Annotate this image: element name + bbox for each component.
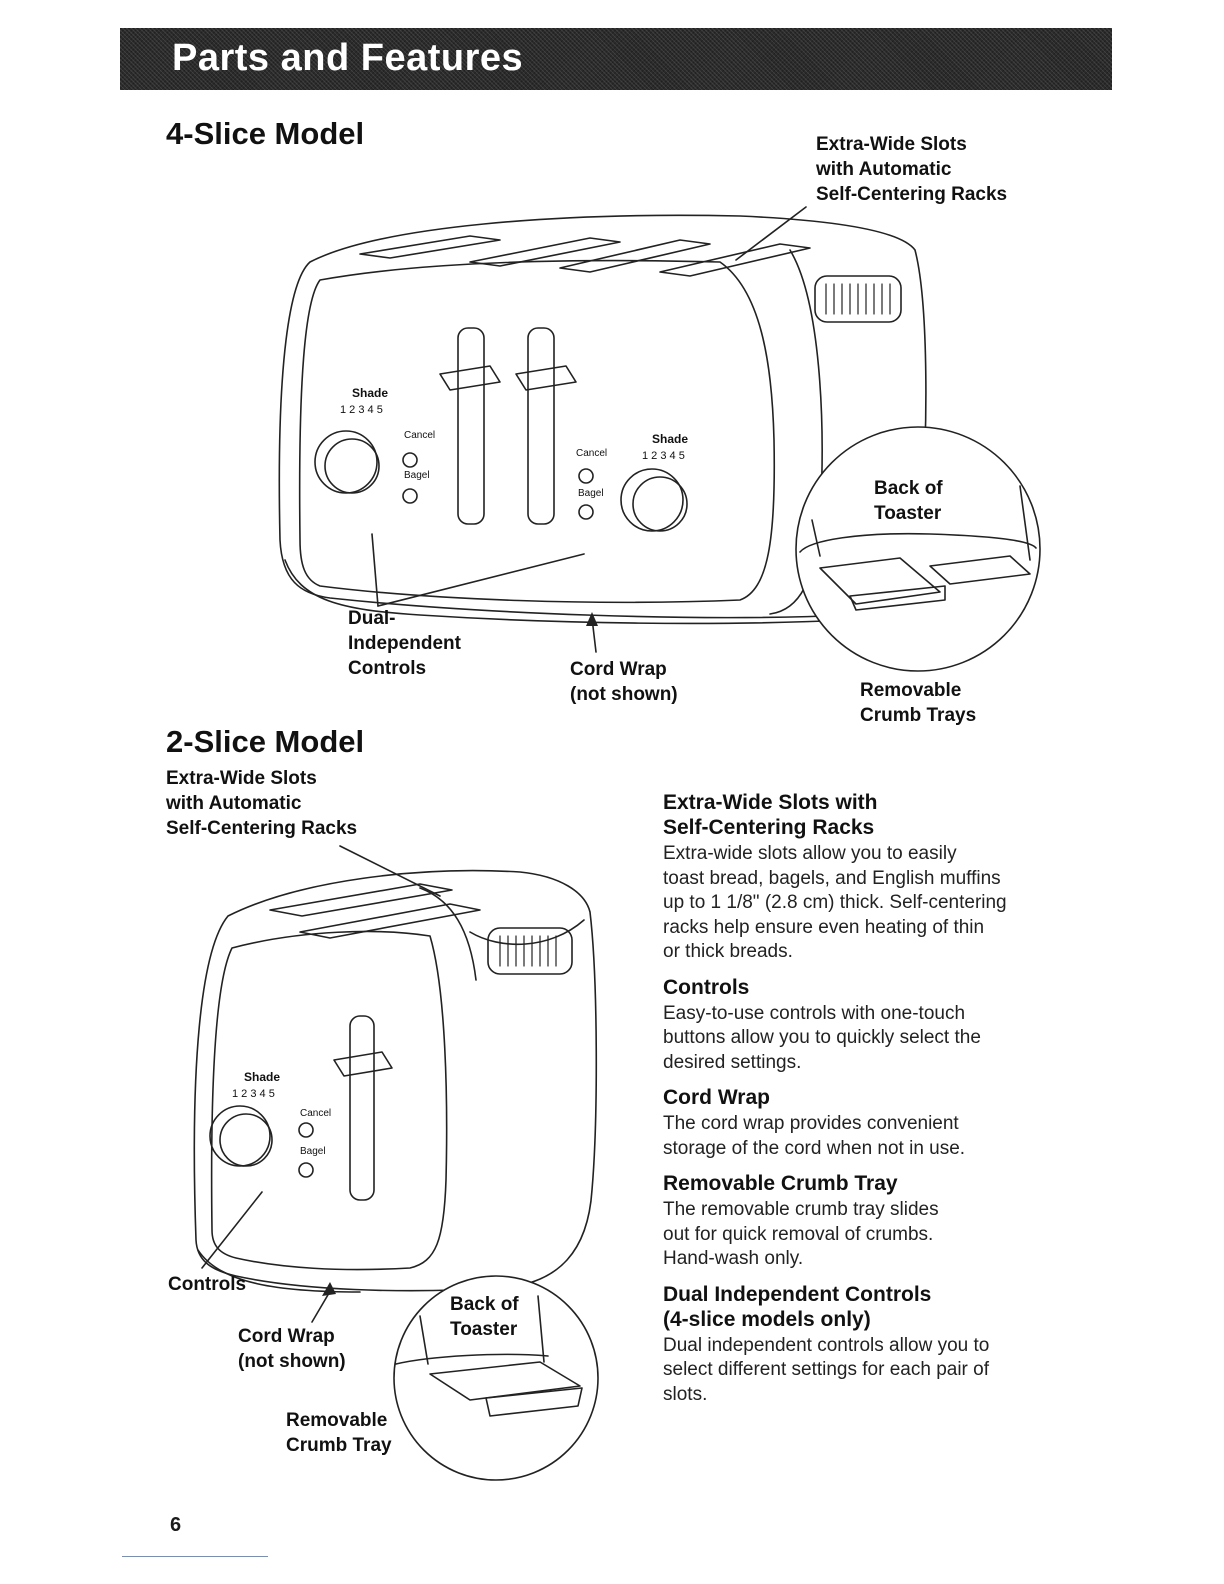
section-title: Parts and Features bbox=[172, 37, 524, 79]
section-banner: Parts and Features bbox=[120, 28, 1112, 90]
heading-4-slice-model: 4-Slice Model bbox=[166, 116, 365, 151]
feature-heading-slots: Extra-Wide Slots with Self-Centering Rac… bbox=[663, 791, 878, 839]
feature-heading-controls: Controls bbox=[663, 975, 750, 999]
left-bagel-label: Bagel bbox=[404, 470, 430, 481]
callout-4-back-of-toaster: Back of Toaster bbox=[874, 478, 943, 524]
feature-body-slots: Extra-wide slots allow you to easily toa… bbox=[663, 843, 1007, 962]
feature-body-dual-controls: Dual independent controls allow you to s… bbox=[663, 1334, 990, 1405]
four-slice-toaster-drawing bbox=[278, 206, 1041, 672]
left-cancel-label: Cancel bbox=[404, 430, 436, 441]
feature-list: Extra-Wide Slots with Self-Centering Rac… bbox=[663, 790, 1063, 1417]
feature-body-controls: Easy-to-use controls with one-touch butt… bbox=[663, 1002, 981, 1073]
two-slice-shade-numbers: 1 2 3 4 5 bbox=[232, 1088, 275, 1100]
feature-heading-dual-controls: Dual Independent Controls (4-slice model… bbox=[663, 1282, 932, 1331]
heading-2-slice-model: 2-Slice Model bbox=[166, 724, 365, 759]
right-shade-numbers: 1 2 3 4 5 bbox=[642, 450, 685, 462]
callout-4-crumb-trays: Removable Crumb Trays bbox=[860, 680, 977, 726]
right-bagel-label: Bagel bbox=[578, 488, 604, 499]
callout-2-slots: Extra-Wide Slots with Automatic Self-Cen… bbox=[166, 768, 358, 839]
callout-2-crumb-tray: Removable Crumb Tray bbox=[286, 1410, 392, 1456]
two-slice-cancel-label: Cancel bbox=[300, 1108, 332, 1119]
right-cancel-label: Cancel bbox=[576, 448, 608, 459]
page-number: 6 bbox=[170, 1514, 182, 1536]
two-slice-toaster-drawing bbox=[193, 845, 599, 1481]
callout-4-dual-controls: Dual- Independent Controls bbox=[348, 608, 461, 679]
left-shade-label: Shade bbox=[352, 386, 389, 400]
feature-heading-crumb-tray: Removable Crumb Tray bbox=[663, 1172, 898, 1195]
footer-rule bbox=[122, 1556, 268, 1557]
feature-heading-cord-wrap: Cord Wrap bbox=[663, 1086, 770, 1109]
feature-body-crumb-tray: The removable crumb tray slides out for … bbox=[663, 1199, 939, 1269]
two-slice-shade-label: Shade bbox=[244, 1070, 281, 1084]
callout-2-cord-wrap: Cord Wrap (not shown) bbox=[238, 1326, 346, 1372]
two-slice-bagel-label: Bagel bbox=[300, 1146, 326, 1157]
left-shade-numbers: 1 2 3 4 5 bbox=[340, 404, 383, 416]
callout-4-slots: Extra-Wide Slots with Automatic Self-Cen… bbox=[816, 134, 1008, 205]
right-shade-label: Shade bbox=[652, 432, 689, 446]
callout-2-back-of-toaster: Back of Toaster bbox=[450, 1294, 519, 1340]
callout-4-cord-wrap: Cord Wrap (not shown) bbox=[570, 659, 678, 705]
feature-body-cord-wrap: The cord wrap provides convenient storag… bbox=[663, 1113, 966, 1159]
callout-2-controls: Controls bbox=[168, 1274, 247, 1295]
